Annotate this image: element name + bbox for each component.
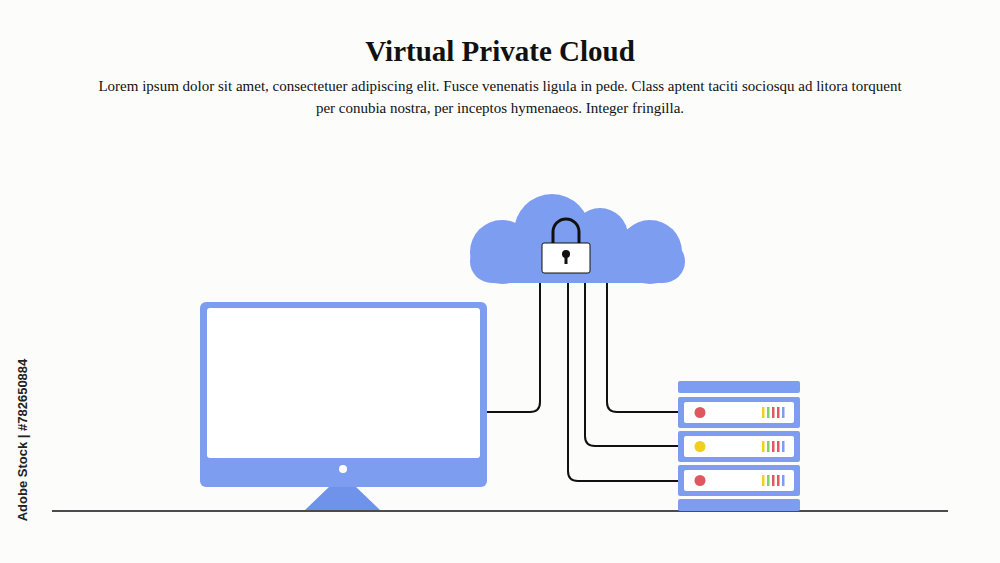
wire (585, 280, 680, 446)
server-icon (678, 381, 800, 511)
wire (487, 280, 540, 412)
lock-icon (542, 219, 590, 273)
watermark: Adobe Stock | #782650884 (15, 359, 30, 522)
caption: Lorem ipsum dolor sit amet, consectetuer… (95, 75, 905, 119)
server-unit (678, 397, 800, 428)
ground-line (52, 510, 948, 512)
title: Virtual Private Cloud (0, 34, 1000, 68)
server-unit (678, 465, 800, 496)
server-unit (678, 431, 800, 462)
monitor-icon (200, 302, 487, 510)
cloud-icon (470, 194, 685, 284)
wire (607, 280, 680, 412)
wires (487, 280, 680, 481)
wire (568, 280, 680, 481)
